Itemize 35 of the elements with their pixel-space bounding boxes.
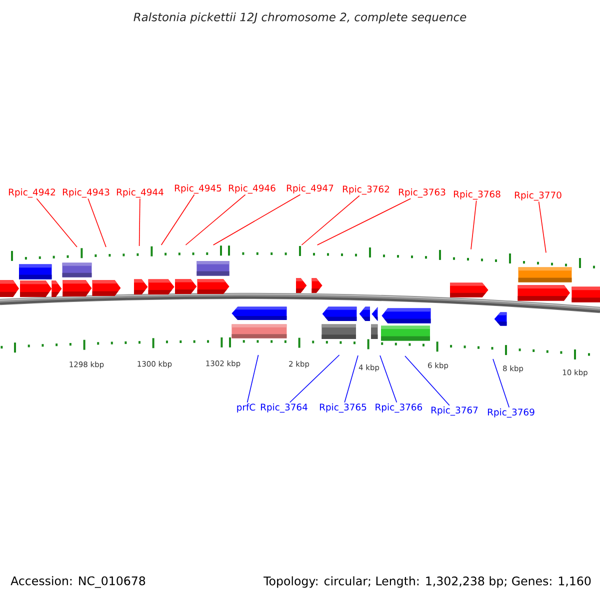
leader-line bbox=[290, 354, 340, 403]
gene-label: Rpic_3768 bbox=[454, 190, 500, 200]
leader-line bbox=[138, 198, 140, 246]
leader-line bbox=[538, 201, 546, 254]
gene-label: prfC bbox=[237, 404, 256, 412]
leader-line bbox=[88, 198, 106, 248]
gene-label: Rpic_4944 bbox=[116, 188, 164, 198]
gene-label: Rpic_3766 bbox=[376, 403, 422, 413]
gene-label: Rpic_4947 bbox=[286, 184, 334, 194]
gene-label: Rpic_3764 bbox=[260, 403, 308, 413]
gene-label: Rpic_3762 bbox=[342, 185, 390, 195]
footer-text: Accession: NC_010678 bbox=[10, 576, 146, 588]
gene-label: Rpic_4946 bbox=[228, 184, 276, 194]
leader-line bbox=[212, 194, 301, 246]
leader-line bbox=[160, 194, 195, 246]
gene-label: Rpic_3767 bbox=[431, 406, 478, 416]
gene-label: Rpic_4945 bbox=[174, 184, 222, 194]
leader-line bbox=[246, 354, 259, 403]
leader-line bbox=[344, 355, 358, 403]
leader-line bbox=[470, 200, 477, 250]
leader-line bbox=[301, 195, 360, 246]
leader-line bbox=[36, 198, 78, 248]
gene-label: Rpic_3765 bbox=[320, 403, 366, 413]
leader-line bbox=[404, 356, 450, 406]
footer-text: Topology: circular; Length: 1,302,238 bp; Genes: 1,160 bbox=[264, 576, 591, 588]
title: Ralstonia pickettii 12J chromosome 2, complete sequence bbox=[134, 12, 466, 24]
gene-label: Rpic_4943 bbox=[62, 188, 110, 198]
gene-label: Rpic_3763 bbox=[398, 188, 446, 198]
leader-line bbox=[492, 358, 510, 408]
gene-label: Rpic_3769 bbox=[488, 408, 534, 418]
gene-label: Rpic_4942 bbox=[8, 188, 55, 198]
leader-line bbox=[316, 198, 412, 246]
leader-line bbox=[380, 355, 398, 403]
gene-label: Rpic_3770 bbox=[514, 191, 562, 201]
leader-line bbox=[185, 194, 246, 246]
